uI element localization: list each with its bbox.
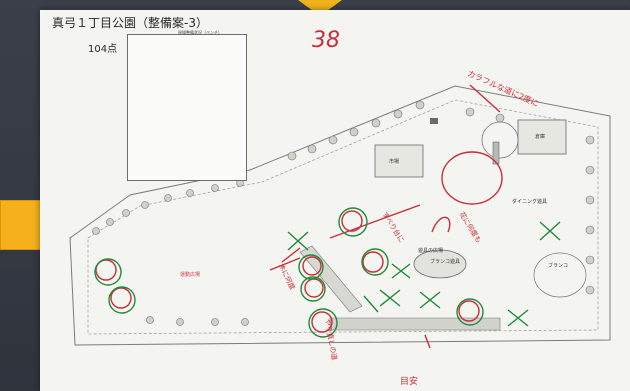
- table-caption: 現場整備状況（ベンチ）: [178, 30, 222, 35]
- inner-path: [87, 99, 599, 335]
- summary-table: [127, 34, 247, 181]
- bottom-road: [329, 317, 501, 331]
- diagonal-road: [299, 245, 363, 313]
- building-right: [517, 119, 567, 155]
- label-playground-equipment: ブランコ遊具: [430, 259, 461, 265]
- label-swing: ブランコ: [548, 263, 569, 269]
- handwritten-note-bottom: 目安: [400, 377, 419, 387]
- label-plaza-play: 遊具の広場: [418, 248, 444, 254]
- small-box: [430, 118, 438, 124]
- label-building-right: 倉庫: [535, 134, 546, 140]
- label-building-center: 市場: [389, 159, 400, 165]
- park-boundary: [69, 85, 611, 346]
- handwritten-page-number: 38: [312, 28, 340, 53]
- building-center: [374, 144, 424, 178]
- label-dining: ダイニング遊具: [512, 199, 548, 205]
- ladder-feature: [492, 141, 500, 165]
- count-label: 104点: [88, 44, 118, 55]
- label-plaza-sports: 運動広場: [180, 272, 201, 278]
- round-feature: [481, 121, 519, 159]
- tree-row: [92, 100, 595, 326]
- green-annotations: [94, 207, 561, 338]
- swing-area: [533, 252, 587, 298]
- document-title: 真弓１丁目公園（整備案-3）: [52, 16, 208, 30]
- red-annotations: [95, 84, 503, 349]
- oval-plaza: [413, 249, 467, 279]
